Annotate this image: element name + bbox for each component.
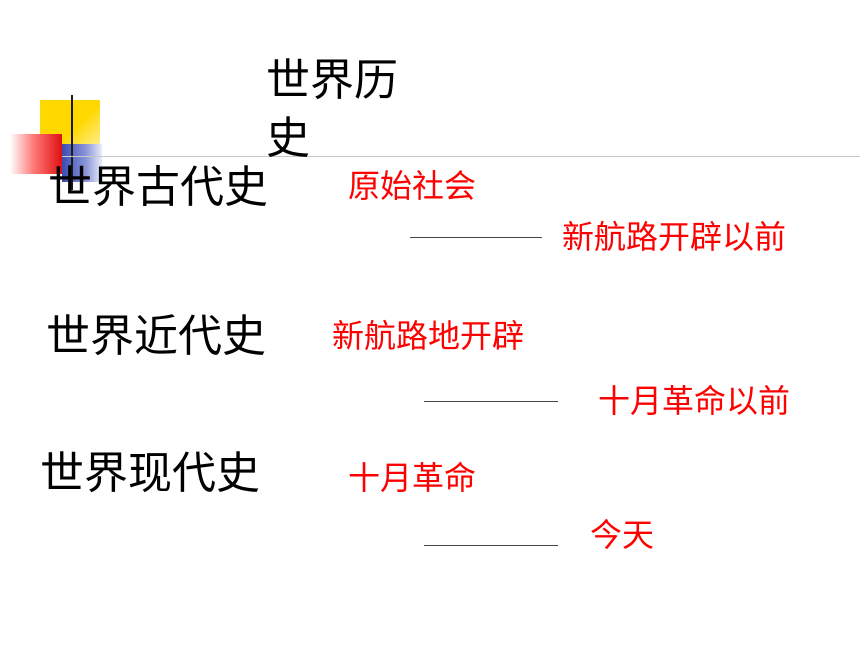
period-ancient-name: 世界古代史 — [48, 162, 268, 213]
period-ancient-dash — [410, 237, 542, 238]
period-contemporary-end: 今天 — [590, 516, 655, 554]
decorative-blue-square — [62, 144, 102, 182]
period-modern-name: 世界近代史 — [46, 311, 266, 362]
period-contemporary-dash — [424, 545, 558, 546]
decorative-red-square — [10, 134, 62, 174]
slide-title: 世界历史 — [266, 55, 398, 164]
period-contemporary-name: 世界现代史 — [40, 448, 260, 499]
period-ancient-end: 新航路开辟以前 — [562, 218, 787, 256]
period-contemporary-start: 十月革命 — [348, 459, 477, 497]
decorative-horizontal-line — [62, 156, 860, 157]
period-modern-start: 新航路地开辟 — [332, 317, 525, 355]
decorative-vertical-line — [71, 95, 73, 190]
period-ancient-start: 原始社会 — [348, 167, 477, 205]
period-modern-dash — [424, 401, 558, 402]
period-modern-end: 十月革命以前 — [598, 382, 791, 420]
